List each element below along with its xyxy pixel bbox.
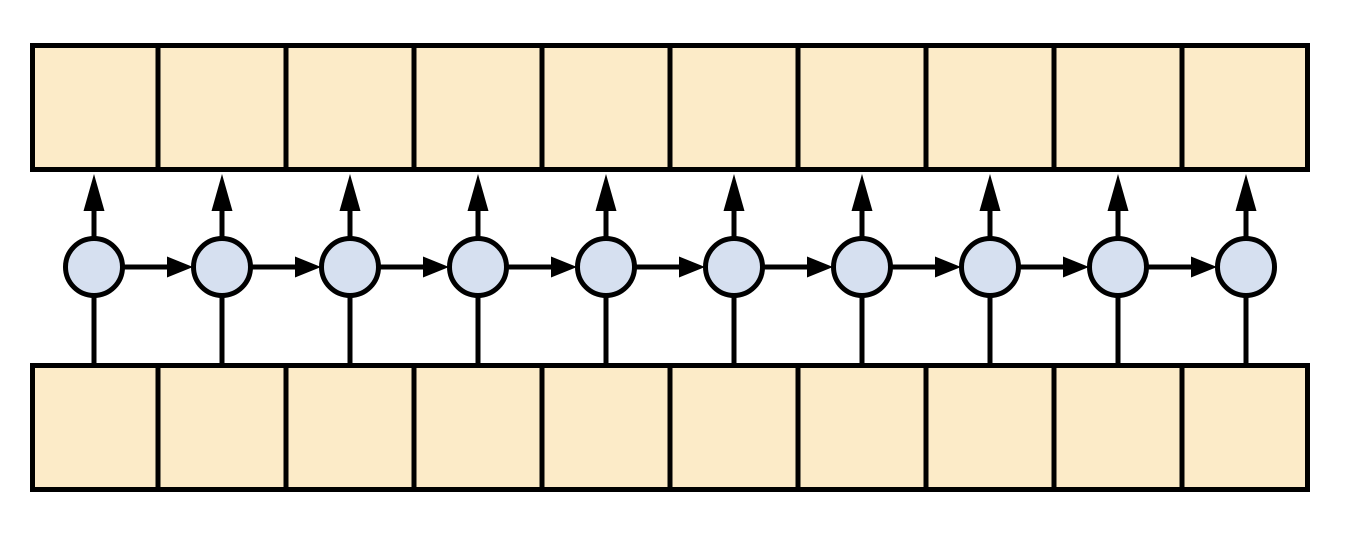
hidden-state-node-1[interactable]: [191, 236, 253, 298]
recurrent-arrowhead-4: [679, 256, 705, 278]
hidden-to-output-arrowhead-9: [1235, 174, 1257, 211]
hidden-to-output-arrowhead-0: [83, 174, 105, 211]
hidden-state-node-9[interactable]: [1215, 236, 1277, 298]
recurrent-arrowhead-1: [295, 256, 321, 278]
hidden-state-node-2[interactable]: [319, 236, 381, 298]
hidden-state-row: [63, 236, 1277, 298]
hidden-to-output-arrowhead-4: [595, 174, 617, 211]
hidden-to-output-arrowhead-5: [723, 174, 745, 211]
recurrent-arrowhead-2: [423, 256, 449, 278]
hidden-to-output-arrow-group: [83, 174, 1257, 238]
hidden-state-node-0[interactable]: [63, 236, 125, 298]
recurrent-arrowhead-0: [167, 256, 193, 278]
hidden-state-node-5[interactable]: [703, 236, 765, 298]
hidden-state-node-7[interactable]: [959, 236, 1021, 298]
recurrent-arrowhead-8: [1191, 256, 1217, 278]
recurrent-arrowhead-6: [935, 256, 961, 278]
hidden-state-node-6[interactable]: [831, 236, 893, 298]
input-to-hidden-line-group: [91, 296, 1249, 366]
hidden-to-output-arrowhead-1: [211, 174, 233, 211]
recurrent-arrowhead-3: [551, 256, 577, 278]
hidden-state-node-4[interactable]: [575, 236, 637, 298]
hidden-to-output-arrowhead-2: [339, 174, 361, 211]
hidden-state-node-3[interactable]: [447, 236, 509, 298]
recurrent-arrowhead-5: [807, 256, 833, 278]
input-sequence-row: [30, 363, 1310, 492]
hidden-to-output-arrowhead-6: [851, 174, 873, 211]
hidden-to-output-arrowhead-8: [1107, 174, 1129, 211]
hidden-state-node-8[interactable]: [1087, 236, 1149, 298]
hidden-to-output-arrowhead-3: [467, 174, 489, 211]
recurrent-arrow-group: [123, 256, 1217, 278]
output-sequence-row: [30, 43, 1310, 172]
recurrent-arrowhead-7: [1063, 256, 1089, 278]
hidden-to-output-arrowhead-7: [979, 174, 1001, 211]
